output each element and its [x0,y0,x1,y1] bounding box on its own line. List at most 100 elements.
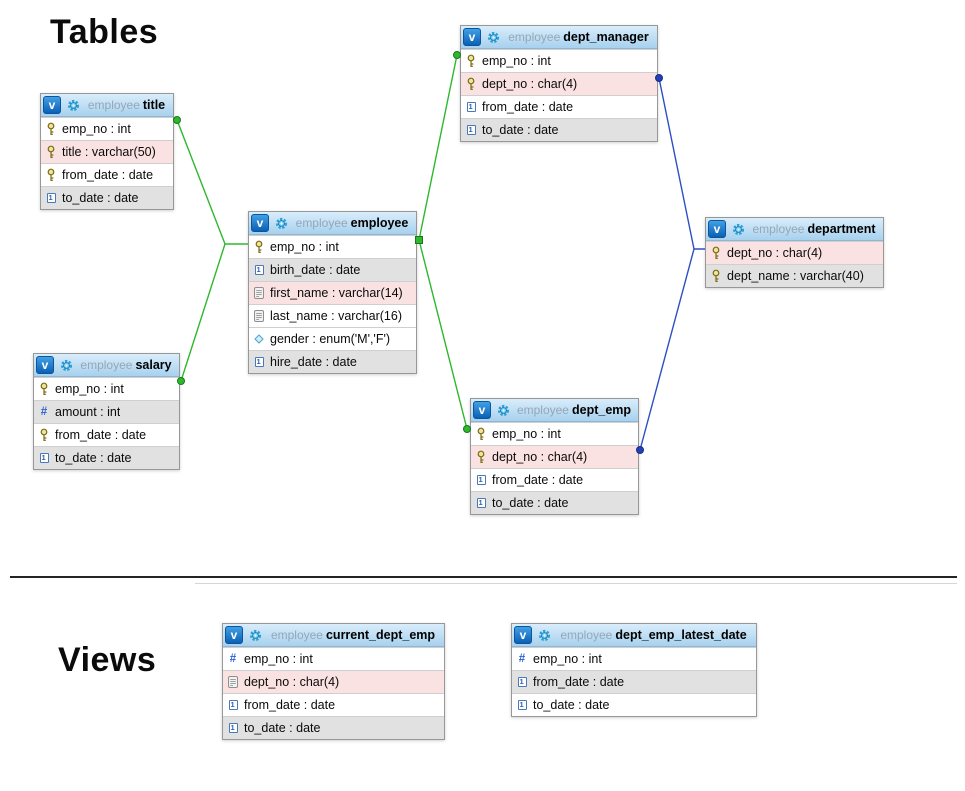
connection-dept-manager-department [658,77,705,250]
date-icon: 1 [253,357,265,367]
section-divider-shadow [195,583,957,584]
schema-label: employee [295,216,348,230]
field-row: emp_no : int [41,117,173,140]
primary-key-icon [253,240,265,254]
schema-label: employee [270,628,323,642]
field-row: dept_name : varchar(40) [706,264,883,287]
schema-label: employee [752,222,805,236]
text-icon [253,287,265,299]
table-name[interactable]: current_dept_emp [325,628,436,642]
primary-key-icon [45,122,57,136]
schema-label: employee [508,30,561,44]
date-icon: 1 [227,700,239,710]
date-icon: 1 [475,498,487,508]
primary-key-icon [710,269,722,283]
field-row: #emp_no : int [223,647,444,670]
schema-label: employee [80,358,133,372]
primary-key-icon [465,54,477,68]
primary-key-icon [710,246,722,260]
table-name[interactable]: salary [135,358,172,372]
primary-key-icon [45,168,57,182]
date-icon: 1 [253,265,265,275]
primary-key-icon [38,382,50,396]
view-badge-icon: v [36,356,54,374]
field-row: #amount : int [34,400,179,423]
field-row: from_date : date [41,163,173,186]
view-badge-icon: v [43,96,61,114]
connection-salary-employee [180,243,226,382]
enum-icon [253,334,265,344]
field-row: emp_no : int [34,377,179,400]
table-name[interactable]: employee [350,216,409,230]
field-row: emp_no : int [461,49,657,72]
connection-dept-manager-employee [418,54,458,241]
table-name[interactable]: dept_manager [563,30,649,44]
view-badge-icon: v [708,220,726,238]
date-icon: 1 [465,125,477,135]
gear-icon [275,217,288,230]
field-row: #emp_no : int [512,647,756,670]
field-row: dept_no : char(4) [461,72,657,95]
views-section-heading: Views [58,641,157,679]
connection-dept-emp-department [639,248,695,451]
table-name[interactable]: title [142,98,166,112]
date-icon: 1 [465,102,477,112]
table-name[interactable]: department [807,222,876,236]
connector-dot [173,116,181,124]
date-icon: 1 [38,453,50,463]
schema-label: employee [516,403,569,417]
date-icon: 1 [475,475,487,485]
numeric-icon: # [229,652,237,665]
table-name[interactable]: dept_emp_latest_date [615,628,747,642]
schema-label: employee [87,98,140,112]
view-badge-icon: v [251,214,269,232]
view-badge-icon: v [473,401,491,419]
field-row: emp_no : int [471,422,638,445]
gear-icon [60,359,73,372]
primary-key-icon [475,450,487,464]
primary-key-icon [38,428,50,442]
gear-icon [249,629,262,642]
connection-title-employee [176,119,248,245]
gear-icon [487,31,500,44]
field-row: dept_no : char(4) [706,241,883,264]
schema-label: employee [560,628,613,642]
date-icon: 1 [516,677,528,687]
text-icon [227,676,239,688]
date-icon: 1 [227,723,239,733]
field-row: from_date : date [34,423,179,446]
field-row: last_name : varchar(16) [249,304,416,327]
date-icon: 1 [45,193,57,203]
table-name[interactable]: dept_emp [571,403,632,417]
view-badge-icon: v [225,626,243,644]
field-row: gender : enum('M','F') [249,327,416,350]
numeric-icon: # [40,405,48,418]
primary-key-icon [475,427,487,441]
